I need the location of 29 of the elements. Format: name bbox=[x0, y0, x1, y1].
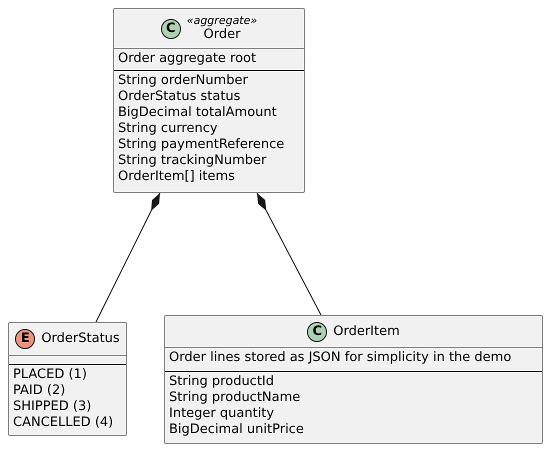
enum-value: PLACED (1) bbox=[13, 367, 88, 383]
composition-line bbox=[256, 192, 322, 316]
class-box bbox=[113, 8, 305, 193]
attribute-text: BigDecimal unitPrice bbox=[169, 422, 305, 438]
attribute-text: String productId bbox=[169, 374, 276, 390]
composition-line bbox=[96, 192, 160, 322]
class-description: Order aggregate root bbox=[118, 51, 258, 67]
attribute-text: String paymentReference bbox=[118, 137, 286, 153]
enum-box bbox=[8, 322, 127, 436]
enum-value: PAID (2) bbox=[13, 383, 66, 399]
attribute-text: String productName bbox=[169, 390, 302, 406]
class-name: Order bbox=[202, 26, 242, 42]
class-description: Order lines stored as JSON for simplicity in the demo bbox=[169, 350, 512, 366]
class-name: OrderStatus bbox=[41, 331, 120, 347]
attribute-text: String orderNumber bbox=[118, 73, 249, 89]
attribute-text: Integer quantity bbox=[169, 406, 276, 422]
stereotype-label: «aggregate» bbox=[186, 14, 258, 26]
class-box bbox=[164, 315, 543, 444]
attribute-text: OrderStatus status bbox=[118, 89, 242, 105]
enum-value: SHIPPED (3) bbox=[13, 399, 92, 415]
attribute-text: OrderItem[] items bbox=[118, 169, 236, 185]
enum-badge: E bbox=[15, 329, 36, 349]
enum-value: CANCELLED (4) bbox=[13, 415, 114, 431]
attribute-text: String currency bbox=[118, 121, 219, 137]
attribute-text: BigDecimal totalAmount bbox=[118, 105, 278, 121]
attribute-text: String trackingNumber bbox=[118, 153, 268, 169]
class-badge: C bbox=[160, 18, 181, 38]
class-name: OrderItem bbox=[333, 324, 400, 340]
class-badge: C bbox=[307, 322, 328, 342]
